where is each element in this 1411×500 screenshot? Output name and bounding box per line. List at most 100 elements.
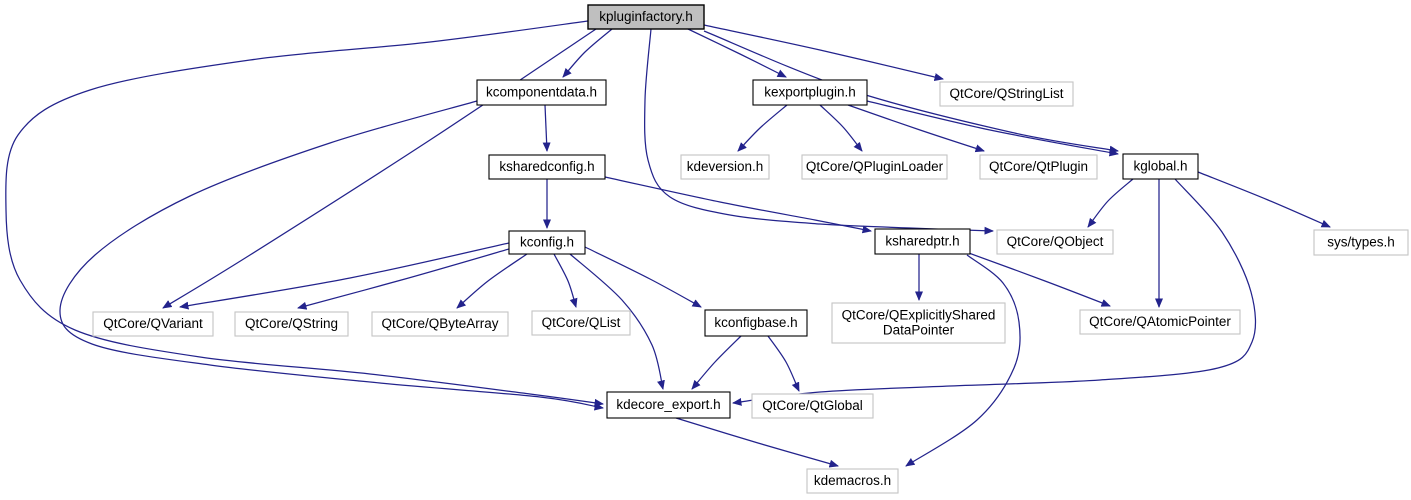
node-qstring-header: QtCore/QString [234,311,349,337]
node-kdemacros-box [806,468,899,494]
node-qtglobal-header: QtCore/QtGlobal [751,393,874,419]
node-qexplicitly-box [831,302,1006,344]
node-kglobal-header[interactable]: kglobal.h [1122,153,1199,180]
edge-kpluginfactory-to-qobject [643,28,994,235]
node-qobject-label: QtCore/QObject [1007,234,1104,249]
node-qexplicitly-label: QtCore/QExplicitlyShared [842,308,996,323]
node-kcomponentdata-box[interactable] [476,79,607,106]
node-ksharedptr-label: ksharedptr.h [885,234,959,249]
edges-layer [5,20,1331,468]
node-kconfigbase-label: kconfigbase.h [714,315,797,330]
node-kexportplugin-box[interactable] [752,79,868,106]
edge-kconfig-to-qbytearray [456,253,528,309]
node-qobject-header: QtCore/QObject [996,229,1114,255]
node-ksharedptr-box[interactable] [874,228,971,255]
edge-ksharedconfig-to-ksharedptr [604,176,872,234]
node-kpluginfactory-label: kpluginfactory.h [599,9,693,24]
node-qatomicpointer-header: QtCore/QAtomicPointer [1079,309,1241,335]
edge-kcomponentdata-to-kdecore_export [59,100,604,411]
edge-ksharedptr-to-qatomicpointer [965,251,1111,307]
node-qstringlist-header: QtCore/QStringList [939,81,1074,107]
node-systypes-header: sys/types.h [1313,229,1409,256]
edge-kconfig-to-qstring [297,248,510,310]
edge-kpluginfactory-to-kexportplugin [687,28,787,78]
node-ksharedptr-header[interactable]: ksharedptr.h [874,228,971,255]
node-qvariant-header: QtCore/QVariant [92,311,214,337]
edge-kpluginfactory-to-kdecore_export [5,20,604,407]
node-qpluginloader-box [801,154,948,180]
node-kconfig-box[interactable] [508,230,586,255]
node-kexportplugin-header[interactable]: kexportplugin.h [752,79,868,106]
edge-kconfig-to-qlist [553,253,578,308]
node-kconfig-label: kconfig.h [520,235,574,250]
node-qbytearray-header: QtCore/QByteArray [371,311,509,337]
node-kglobal-label: kglobal.h [1133,159,1187,174]
node-qatomicpointer-label: QtCore/QAtomicPointer [1089,314,1231,329]
node-ksharedconfig-label: ksharedconfig.h [499,159,594,174]
node-qstringlist-box [939,81,1074,107]
node-qvariant-box [92,311,214,337]
edge-kglobal-to-systypes [1197,171,1331,228]
node-qpluginloader-header: QtCore/QPluginLoader [801,154,948,180]
edge-kconfig-to-qvariant [179,242,510,310]
node-qtplugin-box [979,154,1098,180]
edge-kpluginfactory-to-kcomponentdata [562,28,613,78]
edge-kglobal-to-qobject [1087,178,1134,228]
node-kdecore_export-label: kdecore_export.h [616,397,720,412]
edge-kexportplugin-to-kglobal [866,100,1119,157]
node-kcomponentdata-label: kcomponentdata.h [486,85,597,100]
node-ksharedconfig-header[interactable]: ksharedconfig.h [488,154,606,180]
node-qlist-header: QtCore/QList [531,310,631,336]
node-kconfig-header[interactable]: kconfig.h [508,230,586,255]
node-kdeversion-label: kdeversion.h [687,159,764,174]
edge-kpluginfactory-to-qvariant [162,28,597,309]
node-qexplicitly-label: DataPointer [883,323,955,338]
edge-kexportplugin-to-qtplugin [847,104,985,153]
node-qobject-box [996,229,1114,255]
node-qtplugin-header: QtCore/QtPlugin [979,154,1098,180]
edge-kexportplugin-to-qpluginloader [819,104,863,152]
edge-kdecore_export-to-kdemacros [675,417,839,468]
node-qbytearray-box [371,311,509,337]
node-kglobal-box[interactable] [1122,153,1199,180]
node-qvariant-label: QtCore/QVariant [103,316,203,331]
node-systypes-label: sys/types.h [1327,235,1395,250]
edge-kglobal-to-kdecore_export [732,178,1257,406]
node-qstring-box [234,311,349,337]
edge-kexportplugin-to-kdeversion [737,104,788,152]
edge-kconfig-to-kconfigbase [584,246,702,308]
node-ksharedconfig-box[interactable] [488,154,606,180]
node-kcomponentdata-header[interactable]: kcomponentdata.h [476,79,607,106]
node-kconfigbase-box[interactable] [704,309,808,337]
node-kpluginfactory-box [587,4,705,30]
nodes-layer: kpluginfactory.h kcomponentdata.h kexportp… [92,4,1409,494]
edge-ksharedptr-to-kdemacros [905,254,1021,467]
node-kdeversion-box [680,154,770,180]
node-qstringlist-label: QtCore/QStringList [949,86,1063,101]
node-kdecore_export-box[interactable] [606,391,731,419]
node-kpluginfactory-header: kpluginfactory.h [587,4,705,30]
node-systypes-box [1313,229,1409,256]
edge-kconfig-to-kdecore_export [569,253,665,390]
node-kdecore_export-header[interactable]: kdecore_export.h [606,391,731,419]
node-qtplugin-label: QtCore/QtPlugin [989,159,1088,174]
edge-kpluginfactory-to-kglobal [703,30,1119,154]
node-kdeversion-header: kdeversion.h [680,154,770,180]
edge-kconfigbase-to-qtglobal [767,335,800,392]
edge-kpluginfactory-to-qstringlist [703,24,944,81]
node-qtglobal-box [751,393,874,419]
edge-kcomponentdata-to-ksharedconfig [542,104,551,152]
node-qatomicpointer-box [1079,309,1241,335]
node-kconfigbase-header[interactable]: kconfigbase.h [704,309,808,337]
node-qlist-label: QtCore/QList [542,315,621,330]
node-kdemacros-label: kdemacros.h [814,473,891,488]
node-qstring-label: QtCore/QString [245,316,338,331]
node-qtglobal-label: QtCore/QtGlobal [762,398,863,413]
node-qbytearray-label: QtCore/QByteArray [381,316,498,331]
node-kdemacros-header: kdemacros.h [806,468,899,494]
node-qlist-box [531,310,631,336]
edge-kconfigbase-to-kdecore_export [691,335,742,390]
